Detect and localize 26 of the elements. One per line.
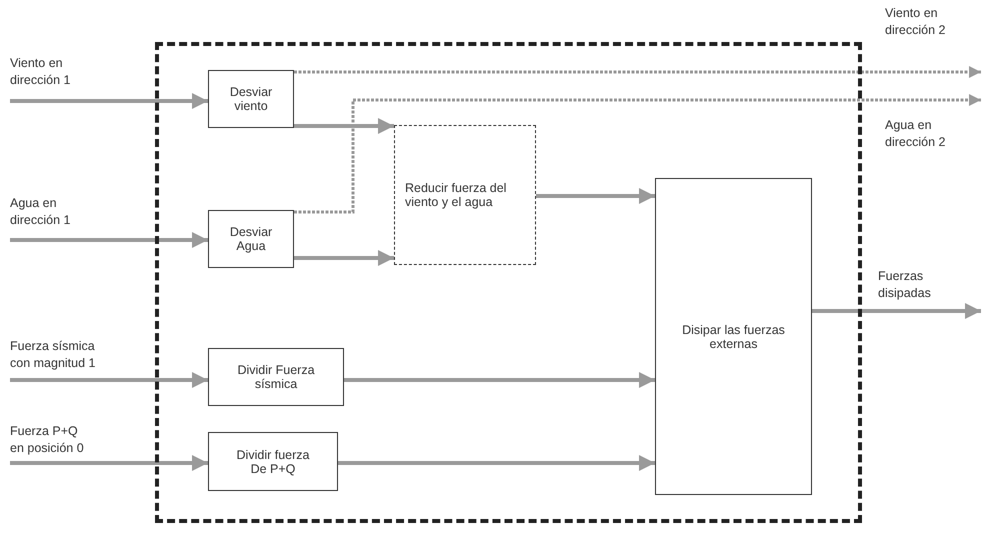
arrow xyxy=(294,66,981,78)
flow-label: Agua en dirección 1 xyxy=(10,195,100,242)
system-boundary xyxy=(155,42,862,523)
process-box: Dividir fuerza De P+Q xyxy=(208,432,338,491)
flow-label: Viento en dirección 2 xyxy=(885,5,981,74)
arrow xyxy=(338,455,655,471)
arrow xyxy=(10,93,208,109)
arrow xyxy=(812,303,981,319)
arrow xyxy=(344,372,655,388)
process-box: Reducir fuerza del viento y el agua xyxy=(394,125,536,265)
arrow xyxy=(10,372,208,388)
flow-label: Fuerzas disipadas xyxy=(878,268,981,313)
arrow xyxy=(536,188,655,204)
arrow xyxy=(10,455,208,471)
flow-label: Fuerza sísmica con magnitud 1 xyxy=(10,338,122,382)
process-box: Desviar viento xyxy=(208,70,294,128)
flow-label: Agua en dirección 2 xyxy=(885,97,981,163)
process-box: Disipar las fuerzas externas xyxy=(655,178,812,495)
arrow xyxy=(294,118,394,134)
arrow xyxy=(294,94,981,214)
flow-label: Fuerza P+Q en posición 0 xyxy=(10,423,122,465)
process-box: Desviar Agua xyxy=(208,210,294,268)
process-box: Dividir Fuerza sísmica xyxy=(208,348,344,406)
flow-label: Viento en dirección 1 xyxy=(10,55,100,103)
arrow xyxy=(294,250,394,266)
arrow xyxy=(10,232,208,248)
